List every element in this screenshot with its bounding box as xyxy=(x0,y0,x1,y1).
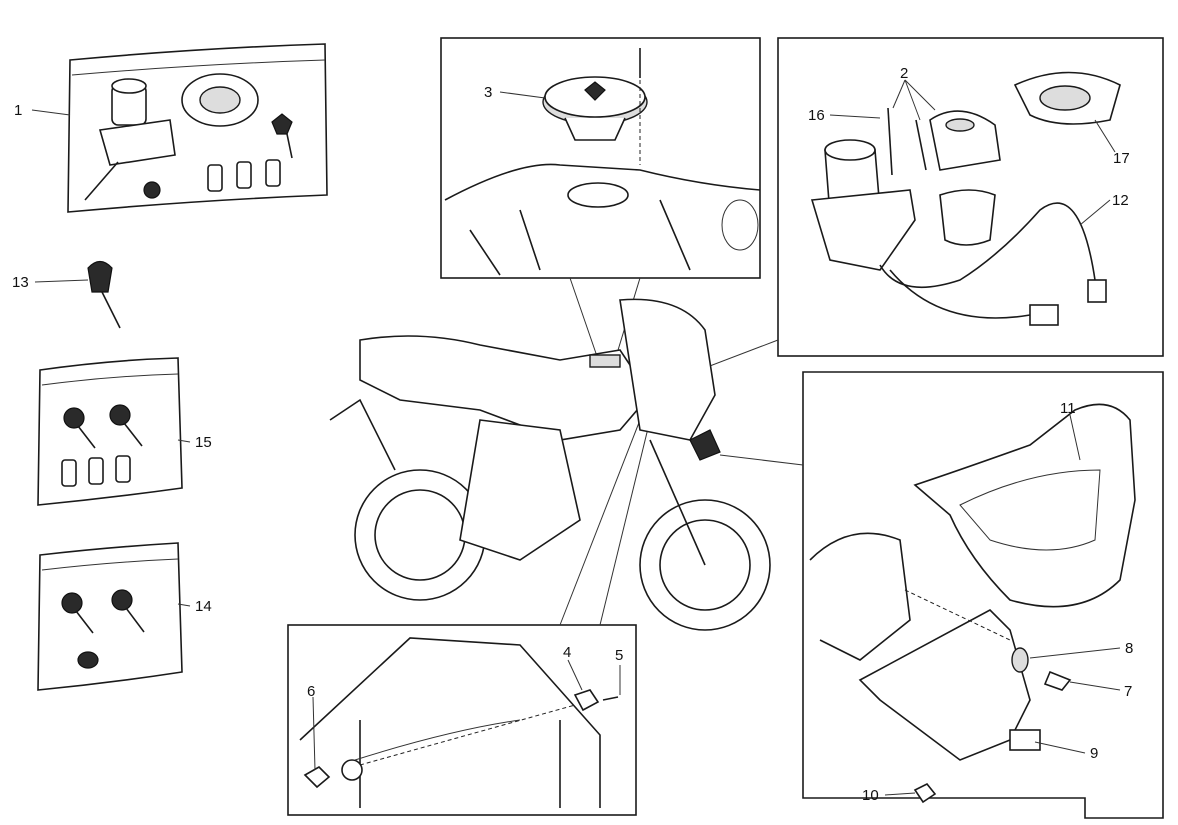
key-part xyxy=(87,260,121,329)
callout-6: 6 xyxy=(307,683,315,700)
key-lock-kit-card xyxy=(37,542,183,691)
callout-7: 7 xyxy=(1124,683,1132,700)
callout-15: 15 xyxy=(195,434,212,451)
callout-14: 14 xyxy=(195,598,212,615)
callout-3: 3 xyxy=(484,84,492,101)
callout-17: 17 xyxy=(1113,150,1130,167)
callout-leaders xyxy=(31,79,1121,796)
steering-lock-cover-part xyxy=(809,403,1136,804)
callout-4: 4 xyxy=(563,644,571,661)
callout-12: 12 xyxy=(1112,192,1129,209)
seat-lock-detail-frame xyxy=(287,624,637,816)
callout-1: 1 xyxy=(14,102,22,119)
fuel-cap-part xyxy=(444,48,761,276)
callout-13: 13 xyxy=(12,274,29,291)
seat-lock-part xyxy=(299,637,619,808)
steering-lock-detail-frame xyxy=(802,371,1164,819)
fuel-cap-detail-frame xyxy=(440,37,761,279)
ignition-switch-detail-frame xyxy=(777,37,1164,357)
motorcycle-illustration xyxy=(329,298,771,631)
callout-11: 11 xyxy=(1060,400,1076,417)
callout-5: 5 xyxy=(615,647,623,664)
lock-set-kit-card xyxy=(67,43,328,213)
callout-9: 9 xyxy=(1090,745,1098,762)
ignition-switch-part xyxy=(810,71,1121,326)
callout-16: 16 xyxy=(808,107,825,124)
callout-2: 2 xyxy=(900,65,908,82)
callout-10: 10 xyxy=(862,787,879,804)
callout-8: 8 xyxy=(1125,640,1133,657)
key-cylinder-kit-card xyxy=(37,357,183,506)
